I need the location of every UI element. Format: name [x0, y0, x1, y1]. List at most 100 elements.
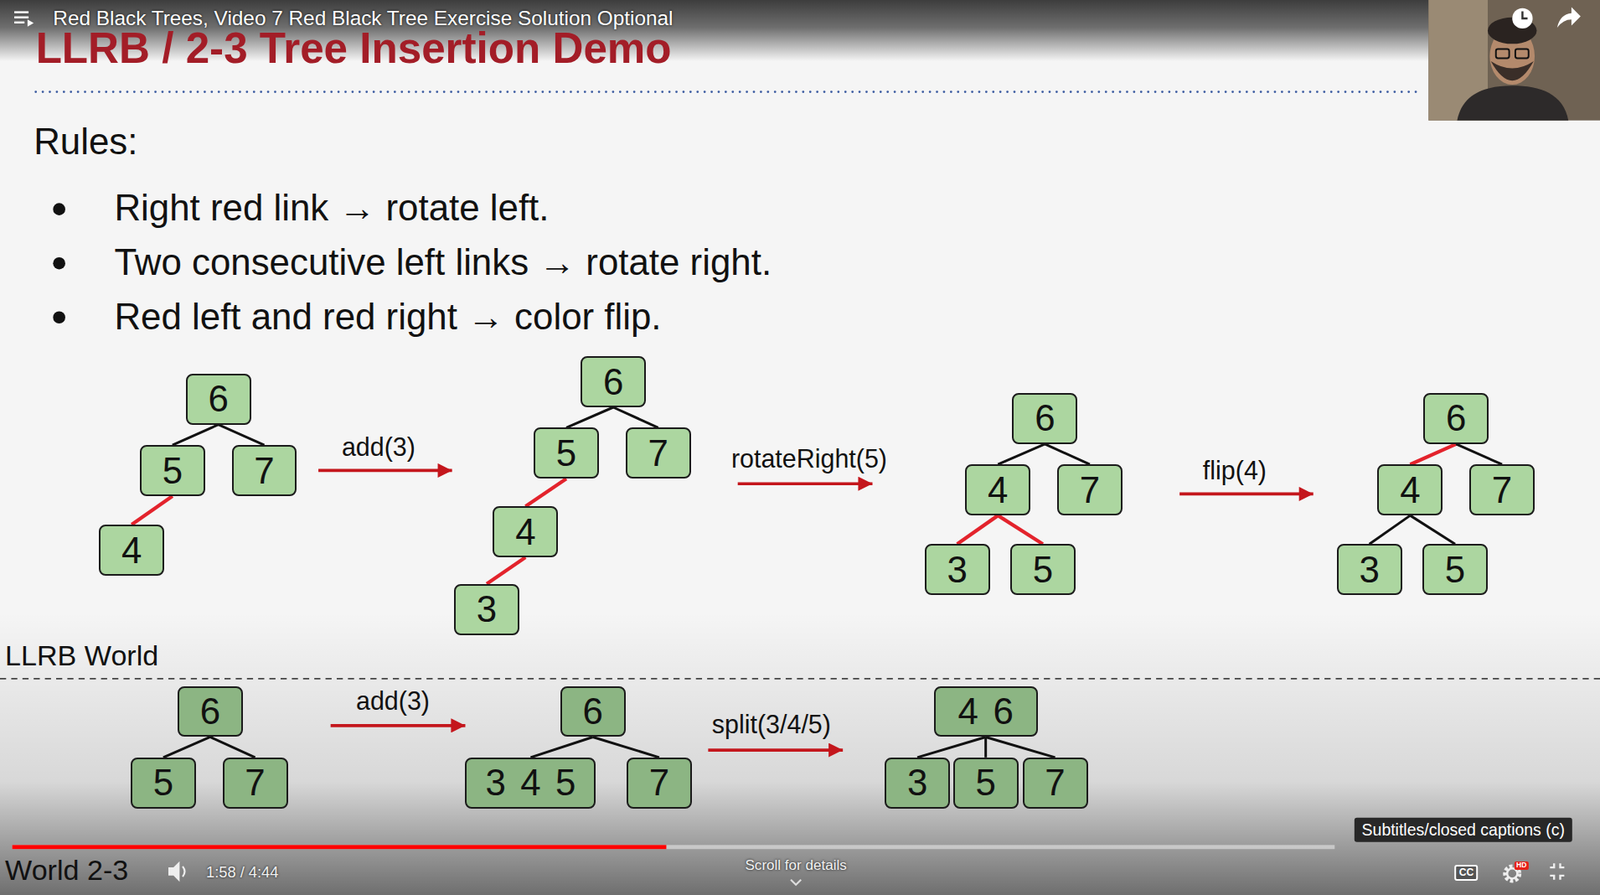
tree-node: 7 — [1469, 464, 1535, 516]
step-arrow — [330, 723, 466, 728]
node-key: 4 — [1399, 471, 1420, 509]
tree-node: 6 — [177, 686, 243, 738]
tree-node: 7 — [1057, 464, 1123, 516]
node-key: 5 — [556, 434, 577, 472]
node-key: 6 — [200, 692, 221, 730]
rules-heading: Rules: — [33, 120, 138, 163]
share-icon — [1557, 7, 1581, 28]
section-label: World 2-3 — [5, 853, 129, 887]
node-key: 4 — [121, 531, 142, 569]
tree-node: 6 — [580, 356, 646, 408]
node-key: 5 — [1445, 551, 1466, 589]
tree-node: 7 — [1022, 757, 1089, 809]
node-key: 6 — [583, 692, 604, 730]
tree-node: 4 — [965, 464, 1031, 516]
step-arrow — [738, 481, 873, 486]
rule-text: Right red link → rotate left. — [113, 186, 549, 229]
tree-node: 6 — [1011, 392, 1078, 444]
black-link — [566, 407, 614, 428]
tree-node: 7 — [625, 427, 692, 479]
node-key: 6 — [1445, 399, 1466, 437]
node-key: 7 — [649, 763, 670, 801]
rule-text: Two consecutive left links → rotate righ… — [113, 241, 772, 284]
black-link — [997, 443, 1045, 465]
node-key: 6 — [207, 380, 228, 418]
menu-play-mark — [27, 19, 34, 27]
black-link — [1369, 515, 1411, 544]
step-arrow — [1179, 492, 1314, 496]
red-link — [957, 515, 999, 544]
world-divider — [0, 677, 1600, 680]
cc-badge: CC — [1455, 864, 1479, 880]
red-link — [486, 557, 526, 584]
tree-node: 7 — [626, 757, 692, 809]
node-key: 3 — [907, 763, 928, 801]
node-key: 7 — [1044, 763, 1065, 801]
tree-node: 5 — [130, 757, 197, 809]
menu-icon — [14, 12, 29, 23]
black-link — [530, 736, 593, 757]
tree-node: 3 — [924, 543, 991, 595]
tree-node: 3 4 5 — [464, 757, 596, 809]
tree-node: 5 — [1010, 543, 1076, 595]
bullet — [52, 257, 66, 270]
node-key: 5 — [975, 763, 996, 801]
black-link — [985, 736, 1056, 757]
operation-label: split(3/4/5) — [712, 709, 831, 739]
volume-icon — [168, 861, 185, 882]
red-link — [1409, 443, 1456, 465]
node-key: 7 — [253, 452, 274, 490]
tooltip-text: Subtitles/closed captions (c) — [1354, 817, 1573, 842]
tree-node: 6 — [1423, 392, 1489, 444]
scroll-chevron — [790, 879, 801, 885]
operation-label: rotateRight(5) — [731, 444, 888, 475]
tree-node: 7 — [222, 757, 289, 809]
operation-label: add(3) — [356, 686, 430, 716]
bullet — [52, 202, 66, 216]
progress-played — [12, 844, 667, 849]
node-key: 7 — [647, 434, 668, 472]
tree-node: 5 — [139, 444, 206, 496]
red-link — [131, 495, 173, 525]
node-key: 3 — [476, 590, 497, 628]
red-link — [525, 478, 567, 506]
black-link — [210, 736, 256, 757]
node-key: 6 — [603, 363, 624, 401]
black-link — [163, 736, 211, 757]
tree-node: 5 — [953, 757, 1019, 809]
black-link — [1044, 443, 1090, 465]
section-label: LLRB World — [5, 640, 159, 673]
scroll-hint: Scroll for details — [744, 856, 847, 874]
node-key: 5 — [162, 452, 183, 490]
node-key: 7 — [1079, 471, 1100, 509]
tree-node: 6 — [560, 686, 626, 738]
node-key: 4 — [515, 513, 536, 551]
node-key: 5 — [153, 763, 174, 801]
hd-badge: HD — [1514, 861, 1528, 870]
black-link — [218, 424, 265, 445]
tree-node: 4 — [492, 505, 558, 558]
step-arrow — [318, 469, 453, 473]
tree-node: 3 — [454, 583, 520, 635]
bullet — [52, 310, 66, 324]
node-key: 7 — [244, 763, 265, 801]
clock-icon — [1512, 8, 1533, 29]
tree-node: 7 — [232, 444, 298, 496]
time-display: 1:58 / 4:44 — [206, 862, 279, 881]
rule-text: Red left and red right → color flip. — [113, 294, 661, 337]
operation-label: add(3) — [341, 432, 416, 462]
black-link — [917, 736, 986, 757]
webcam-view — [1428, 0, 1600, 121]
tree-node: 4 — [1377, 464, 1443, 516]
slide-title: LLRB / 2-3 Tree Insertion Demo — [36, 24, 672, 74]
black-link — [172, 424, 219, 445]
node-key: 3 — [1359, 551, 1380, 589]
black-link — [1455, 443, 1502, 465]
node-key: 4 6 — [958, 692, 1014, 730]
node-key: 3 4 5 — [485, 763, 576, 801]
tree-node: 4 — [98, 524, 165, 576]
bottom-shade — [0, 612, 1600, 895]
black-link — [1409, 515, 1456, 544]
